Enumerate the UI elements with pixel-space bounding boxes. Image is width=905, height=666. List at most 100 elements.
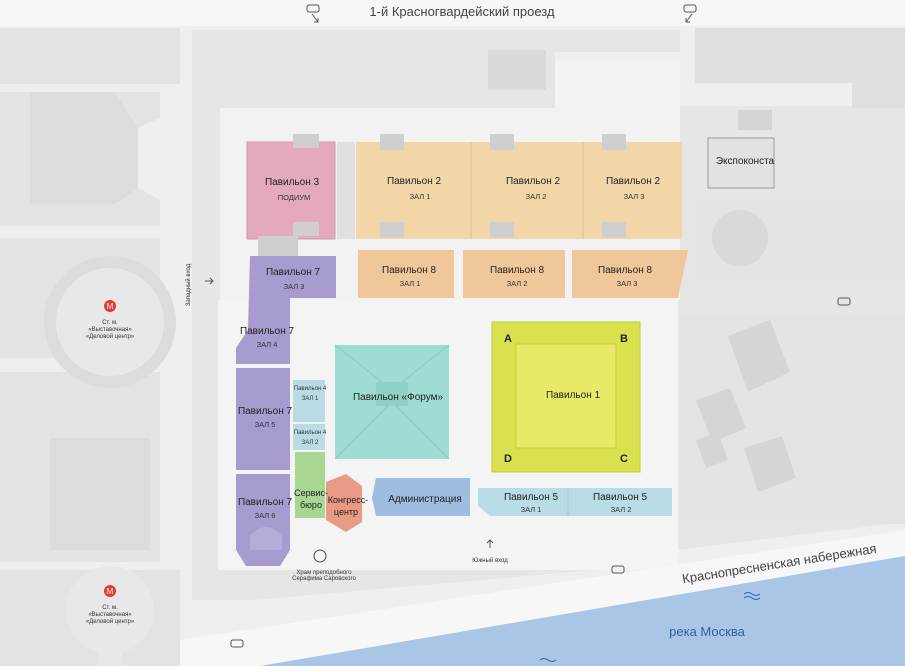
metro-icon [104,585,116,597]
pavilion-4-hall-2-label: Павильон 4 [294,430,327,436]
pavilion-1-corner-d: D [504,453,512,465]
north-street-label: 1-й Красногвардейский проезд [369,4,555,19]
pavilion-7-hall-5-sub: ЗАЛ 5 [255,420,276,429]
metro-2-line3: «Деловой центр» [86,618,135,625]
congress-center-line2: центр [334,507,358,517]
passage [337,142,355,239]
metro-station-area [66,566,154,654]
pavilion-4-hall-1-label: Павильон 4 [294,386,327,392]
pavilion-2-entrance [602,222,626,238]
church-line1: Храм преподобного [296,570,352,576]
south-entrance-label: Южный вход [472,557,508,564]
pavilion-7-hall-6[interactable] [236,474,290,566]
pavilion-7-hall-3-sub: ЗАЛ 3 [284,282,305,291]
pavilion-2-hall-3-sub: ЗАЛ 3 [624,192,645,201]
pavilion-8-hall-1-label: Павильон 8 [382,265,437,276]
church[interactable]: Храм преподобного Серафима Саровского [292,549,357,582]
pavilion-2-entrance [380,134,404,150]
west-entrance-arrow-icon [205,277,214,285]
pavilion-5-hall-1-sub: ЗАЛ 1 [521,505,542,514]
car-icon [611,565,625,574]
pavilion-3-entrance [293,222,319,236]
car-icon [683,4,697,13]
pavilion-1-outline [491,321,641,473]
city-block [0,28,180,84]
building [728,320,790,392]
pavilion-2-hall-3-label: Павильон 2 [606,176,661,187]
pavilion-4-hall-1[interactable] [293,380,325,422]
embankment-road [180,530,905,666]
pavilion-4-hall-1-sub: ЗАЛ 1 [302,396,319,402]
pavilion-7-dome [250,527,282,550]
pavilion-8-hall-3[interactable] [572,250,688,298]
pavilion-1-label: Павильон 1 [546,390,601,401]
pavilion-1-corner-b: B [620,333,628,345]
pavilion-8-hall-2-label: Павильон 8 [490,265,545,276]
pavilion-7-hall-3-4[interactable] [236,256,336,364]
metro-2-line2: «Выставочная» [88,612,132,618]
pavilion-2-hall-2-label: Павильон 2 [506,176,561,187]
north-road [0,0,905,26]
forum-core [376,382,408,406]
building [852,28,905,108]
metro-station-2[interactable]: M Ст. м. «Выставочная» «Деловой центр» [86,585,135,625]
service-bureau[interactable] [295,452,325,518]
pavilion-4-hall-2[interactable] [293,424,325,450]
pavilion-5-hall-2-sub: ЗАЛ 2 [611,505,632,514]
water-icon [743,592,761,600]
expoconsta[interactable] [707,137,775,189]
building [488,50,546,90]
administration[interactable] [372,478,470,516]
pavilion-5[interactable] [478,488,672,516]
pavilion-7-entrance [258,236,298,256]
pavilion-7-hall-5-label: Павильон 7 [238,406,293,417]
river-moskva [260,556,905,666]
building [744,436,796,492]
congress-center[interactable] [326,474,362,532]
church-line2: Серафима Саровского [292,576,356,582]
car-icon [230,639,244,648]
pavilion-2-entrance [380,222,404,238]
metro-station-1[interactable]: M Ст. м. «Выставочная» «Деловой центр» [86,300,135,340]
pavilion-4-hall-2-sub: ЗАЛ 2 [302,440,319,446]
metro-1-line2: «Выставочная» [88,327,132,333]
pavilion-7-hall-5[interactable] [236,368,290,470]
pavilion-2[interactable] [356,142,682,239]
building [696,388,746,442]
pavilion-3-entrance [293,134,319,148]
pavilion-8-hall-2[interactable] [463,250,565,298]
pavilion-2-entrance [602,134,626,150]
service-bureau-line2: бюро [300,500,322,510]
pavilion-7-hall-3-label: Павильон 7 [266,267,321,278]
river-label: река Москва [669,624,745,639]
car-icon [837,297,851,306]
pavilion-2-hall-1-sub: ЗАЛ 1 [410,192,431,201]
service-bureau-line1: Сервис- [294,488,328,498]
church-icon [313,549,327,563]
metro-passage [98,630,122,666]
pavilion-8-hall-1[interactable] [358,250,454,298]
forum-label: Павильон «Форум» [353,392,443,403]
pavilion-7-hall-6-sub: ЗАЛ 6 [255,511,276,520]
pavilion-5-hall-1-label: Павильон 5 [504,492,559,503]
pavilion-7-hall-4-sub: ЗАЛ 4 [257,340,278,349]
administration-label: Администрация [388,494,462,505]
pavilion-7-hall-6-label: Павильон 7 [238,497,293,508]
car-icon [306,4,320,13]
pavilion-2-entrance [490,134,514,150]
pavilion-2-entrance [490,222,514,238]
congress-center-line1: Конгресс- [328,495,369,505]
south-entrance-arrow-icon [486,539,494,548]
building [696,432,728,468]
pavilion-1-corner-c: C [620,453,628,465]
round-building [712,210,768,266]
metro-1-line1: Ст. м. [102,320,118,326]
car-entrance-arrow-icon [685,13,693,23]
metro-2-line1: Ст. м. [102,605,118,611]
metro-icon [104,300,116,312]
pavilion-3[interactable] [247,142,335,239]
pavilion-8-hall-3-label: Павильон 8 [598,265,653,276]
pavilion-7-hall-4-label: Павильон 7 [240,326,295,337]
metro-station-area [56,268,164,376]
